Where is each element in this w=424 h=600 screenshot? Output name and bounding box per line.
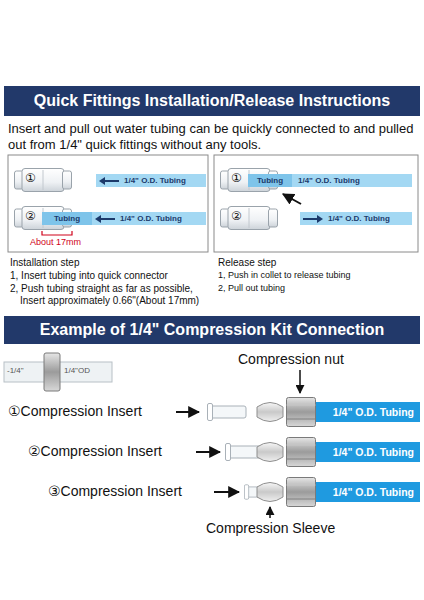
- push-arrow: [283, 194, 301, 204]
- depth-bracket: [42, 231, 72, 235]
- node-text: Tubing: [257, 176, 283, 185]
- node-text: Quick Fittings Installation/Release Inst…: [34, 92, 391, 110]
- node-text: 1/4" O.D. Tubing: [328, 214, 390, 223]
- panel-frame: [8, 155, 208, 252]
- tubing-bar: 1/4" O.D. Tubing: [292, 174, 412, 187]
- tubing-marking: -1/4": [7, 366, 24, 376]
- step-heading: Installation step: [10, 257, 210, 269]
- step-text: 2, Push tubing straight as far as possib…: [10, 283, 220, 307]
- tubing-bar: 1/4" O.D. Tubing: [96, 174, 206, 187]
- leader-arrow: [176, 411, 199, 413]
- step-text: 2, Pull out tubing: [218, 283, 424, 294]
- quick-fitting: [221, 207, 278, 230]
- leader-arrow: [214, 491, 239, 493]
- compression-nut: [287, 478, 316, 507]
- part-name: ③Compression Insert: [48, 483, 182, 500]
- compression-sleeve: [257, 483, 283, 502]
- step-heading: Release step: [218, 257, 418, 269]
- node-text: 1/4" O.D. Tubing: [124, 176, 186, 185]
- leader-arrow: [269, 507, 271, 518]
- node-text: 1/4" O.D. Tubing: [333, 406, 414, 418]
- compression-nut: [287, 438, 316, 467]
- part-name: ②Compression Insert: [28, 443, 162, 460]
- node-text: 1/4" O.D. Tubing: [333, 446, 414, 458]
- nut-photo: [44, 353, 60, 391]
- inserted-tubing: Tubing: [42, 212, 92, 225]
- callout-number: ①: [25, 171, 36, 185]
- tubing-bar: 1/4" O.D. Tubing: [92, 212, 206, 225]
- inserted-tubing: Tubing: [248, 174, 292, 187]
- node-text: Example of 1/4" Compression Kit Connecti…: [40, 321, 385, 339]
- step-text: 1, Insert tubing into quick connector: [10, 270, 220, 282]
- tubing-bar: 1/4" O.D. Tubing: [300, 212, 412, 225]
- dimension: About 17mm: [30, 237, 81, 248]
- intro-text: Insert and pull out water tubing can be …: [8, 121, 418, 152]
- callout-number: ②: [231, 209, 242, 223]
- panel-frame: [214, 155, 418, 252]
- node-text: Tubing: [54, 214, 80, 223]
- node-text: 1/4" O.D. Tubing: [333, 486, 414, 498]
- tubing-marking: 1/4"OD: [64, 366, 90, 376]
- compression-insert: [208, 404, 247, 421]
- compression-sleeve: [257, 403, 283, 422]
- tubing-bar: 1/4" O.D. Tubing: [316, 402, 420, 422]
- node-text: 1/4" O.D. Tubing: [298, 176, 360, 185]
- part-name: Compression nut: [238, 351, 344, 368]
- callout-number: ①: [231, 171, 242, 185]
- leader-arrow: [196, 451, 220, 453]
- quick-fitting: [15, 169, 72, 192]
- part-name: ①Compression Insert: [8, 403, 142, 420]
- section-banner: Quick Fittings Installation/Release Inst…: [4, 86, 420, 116]
- callout-number: ②: [25, 209, 36, 223]
- tubing-bar: 1/4" O.D. Tubing: [316, 482, 420, 502]
- section-banner: Example of 1/4" Compression Kit Connecti…: [4, 316, 420, 344]
- leader-arrow: [299, 370, 301, 393]
- part-name: Compression Sleeve: [206, 520, 335, 537]
- tubing-bar: 1/4" O.D. Tubing: [316, 442, 420, 462]
- node-text: 1/4" O.D. Tubing: [120, 214, 182, 223]
- step-text: 1, Push in collet to release tubing: [218, 270, 424, 281]
- compression-sleeve: [257, 443, 283, 462]
- compression-nut: [287, 398, 316, 427]
